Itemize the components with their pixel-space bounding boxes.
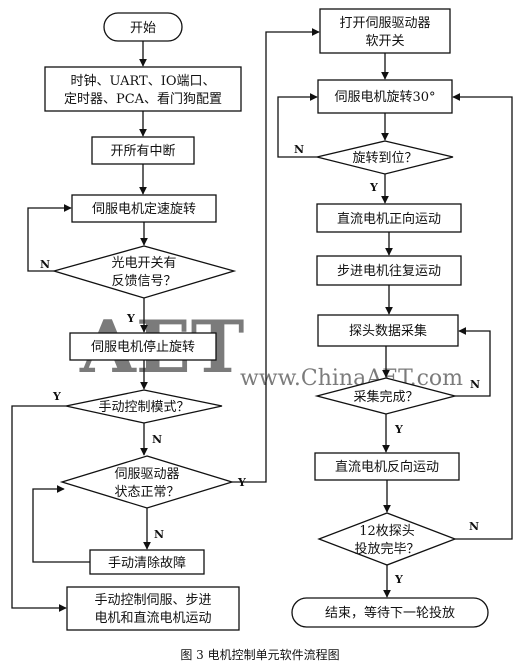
servo-rotate-30-label: 伺服电机旋转30° <box>334 90 435 105</box>
photoelectric-yes-label: Y <box>126 312 135 325</box>
probe-collect-box <box>317 314 459 347</box>
edge-labels: N Y Y N Y N N Y N Y N Y <box>40 143 480 586</box>
open-driver-line2: 软开关 <box>365 34 404 49</box>
rotated-no-label: N <box>294 143 304 156</box>
collect-done-yes-label: Y <box>394 423 403 436</box>
driver-status-line2: 状态正常？ <box>114 485 179 500</box>
init-config-box <box>44 66 242 112</box>
servo-stop-box <box>69 332 217 361</box>
dc-forward-box <box>316 203 462 233</box>
rotated-label: 旋转到位？ <box>352 151 417 166</box>
dc-reverse-label: 直流电机反向运动 <box>335 459 439 475</box>
probes-done-line1: 12枚探头 <box>359 524 415 539</box>
driver-status-decision <box>59 455 235 509</box>
init-config-line1: 时钟、UART、IO端口、 <box>71 73 216 89</box>
manual-mode-yes-label: Y <box>52 390 61 403</box>
probes-done-decision <box>317 512 457 566</box>
connectors-left <box>11 28 320 612</box>
photoelectric-line2: 反馈信号？ <box>111 274 176 289</box>
init-config-line2: 定时器、PCA、看门狗配置 <box>64 91 222 107</box>
photoelectric-feedback-decision <box>51 245 237 299</box>
open-driver-box <box>319 8 451 54</box>
dc-forward-label: 直流电机正向运动 <box>337 211 441 227</box>
servo-stop-label: 伺服电机停止旋转 <box>91 339 195 355</box>
collect-done-label: 采集完成？ <box>353 389 418 405</box>
driver-status-yes-label: Y <box>237 476 246 489</box>
start-label: 开始 <box>130 21 156 36</box>
dc-reverse-box <box>314 452 460 481</box>
end-label: 结束，等待下一轮投放 <box>325 605 455 621</box>
probes-done-yes-label: Y <box>394 573 403 586</box>
probe-collect-label: 探头数据采集 <box>349 323 427 339</box>
probes-done-line2: 投放完毕？ <box>354 541 419 557</box>
driver-status-no-label: N <box>154 528 164 541</box>
figure-caption: 图 3 电机控制单元软件流程图 <box>180 647 339 662</box>
connectors-right <box>277 53 513 598</box>
servo-rotate-30-box <box>317 79 453 114</box>
driver-status-line1: 伺服驱动器 <box>114 467 179 482</box>
manual-mode-label: 手动控制模式？ <box>98 400 189 415</box>
end-node <box>291 597 489 628</box>
enable-interrupts-label: 开所有中断 <box>110 144 175 159</box>
manual-mode-no-label: N <box>152 433 162 446</box>
servo-constant-rotation-label: 伺服电机定速旋转 <box>92 202 196 217</box>
clear-fault-box <box>89 549 205 575</box>
photoelectric-no-label: N <box>40 258 50 271</box>
rotated-yes-label: Y <box>369 181 378 194</box>
open-driver-line1: 打开伺服驱动器 <box>339 16 430 31</box>
manual-control-line2: 电机和直流电机运动 <box>94 611 211 626</box>
manual-control-line1: 手动控制伺服、步进 <box>94 593 211 608</box>
collect-done-no-label: N <box>470 378 480 391</box>
clear-fault-label: 手动清除故障 <box>108 556 186 571</box>
photoelectric-line1: 光电开关有 <box>111 256 176 271</box>
manual-control-box <box>66 586 240 631</box>
probes-done-no-label: N <box>469 520 479 533</box>
stepper-label: 步进电机往复运动 <box>337 264 441 279</box>
